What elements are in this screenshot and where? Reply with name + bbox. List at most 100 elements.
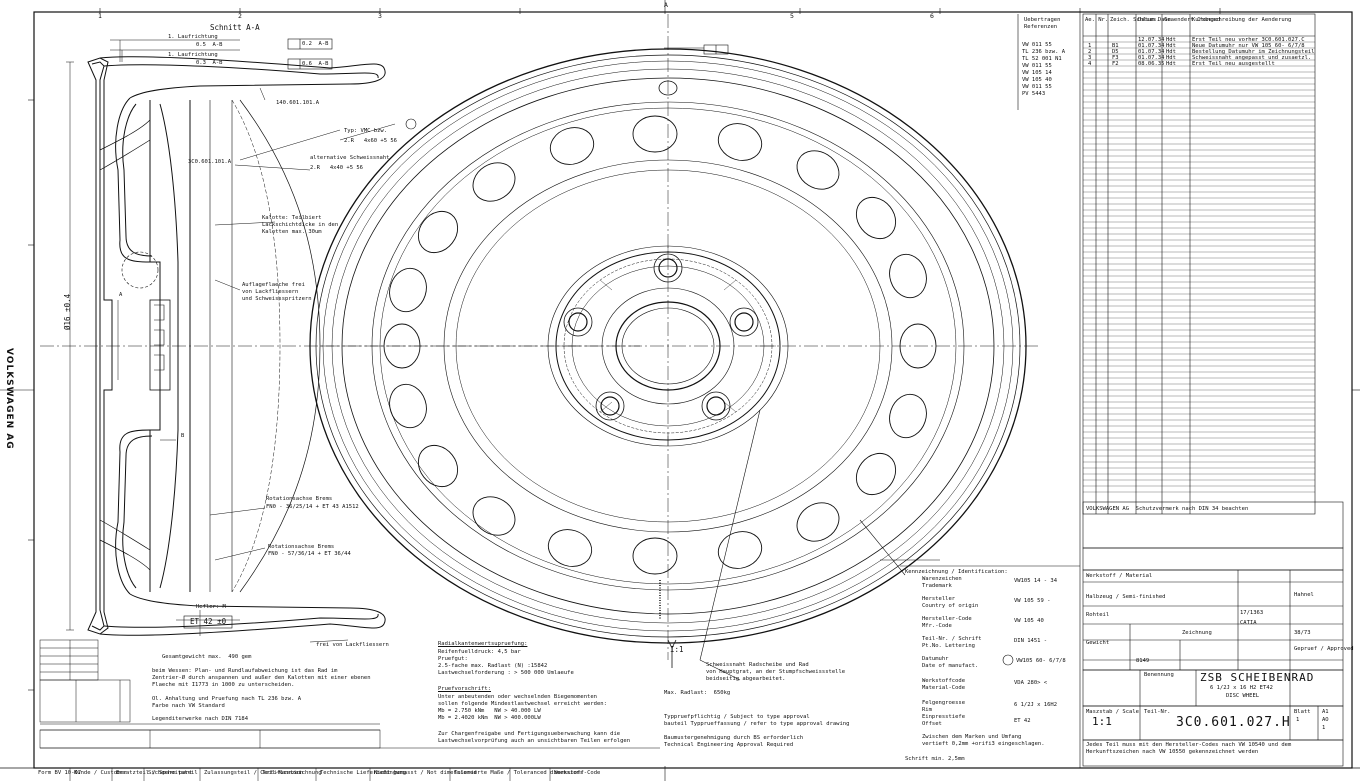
callout-kalotte-3: Kalotten max. 30um — [262, 229, 322, 235]
diameter-label: Ø16 ±0.4 — [63, 293, 72, 330]
grid-label-2: 2 — [238, 12, 242, 20]
id-block-title: Kennzeichnung / Identification: — [905, 569, 1008, 575]
id-k-1: Hersteller — [922, 596, 956, 602]
approval-1: Typpruefpflichtig / Subject to type appr… — [664, 714, 810, 720]
part-number: 3C0.601.027.H — [1176, 715, 1291, 730]
rev-1-by: Hdt — [1166, 43, 1176, 49]
fatigue-title: Pruefvorschrift: — [438, 686, 491, 692]
zeichnung-label: Zeichnung — [1182, 630, 1212, 636]
callout-surface-1: Auflageflaeche frei — [242, 282, 305, 288]
vent-holes — [383, 115, 937, 575]
id-k2-3: Pt.No. Lettering — [922, 643, 975, 649]
callout-surface-2: von Lackfliessern — [242, 289, 299, 295]
fatigue-line-1: Unter anbeutenden oder wechselnden Biege… — [438, 694, 597, 700]
vw-notice: VOLKSWAGEN AG Schutzvermerk nach DIN 34 … — [1086, 506, 1249, 512]
format-value: AO — [1322, 717, 1329, 723]
fatigue-line-3: Mb = 2.750 kNm NW > 40.000 LW — [438, 708, 541, 714]
id-v-3: DIN 1451 - — [1014, 638, 1048, 644]
callout-lack-free: frei von Lackfliessern — [316, 642, 389, 648]
grid-label-3: 3 — [378, 12, 382, 20]
id-k-2: Hersteller-Code — [922, 616, 972, 622]
callout-brake-1: Rotationsachse Brems — [266, 496, 333, 502]
id-v-2: VW 105 40 — [1014, 618, 1044, 624]
strip-mat-code: Werkstoff-Code — [554, 770, 601, 776]
note-left-1: beim Wessen: Plan- und Rundlaufabweichun… — [152, 668, 338, 674]
rev-4-key: F2 — [1112, 61, 1119, 67]
strip-safety: Sicherheitsteil — [148, 770, 198, 776]
sheet-label: Blatt — [1294, 709, 1311, 715]
view-scale-label: I:1 — [670, 645, 684, 654]
callout-brake-2b: FN0 - 57/36/14 + ET 36/44 — [268, 551, 351, 557]
rev-letter: A1 — [1322, 709, 1329, 715]
strip-not-dim: Nicht bemasst / Not dimensioned — [374, 770, 477, 776]
title-block — [900, 13, 1344, 768]
rev-3-date: 01.07.34 — [1138, 55, 1165, 61]
valve-leaders — [659, 44, 940, 681]
id-v-1: VW 105 59 - — [1014, 598, 1051, 604]
max-load: Max. Radlast: 650kg — [664, 690, 731, 696]
material-label: Werkstoff / Material — [1086, 573, 1153, 579]
id-v-6: 6 1/2J x 16H2 — [1014, 702, 1058, 708]
rev-0-desc: Erst Teil neu vorher 3C0.601.027.C — [1192, 37, 1305, 43]
release-no: 38/73 — [1294, 630, 1311, 636]
id-k2-1: Country of origin — [922, 603, 979, 609]
view-arrow — [667, 639, 677, 668]
test-title: Radialkantenwertsupruefung: — [438, 641, 528, 647]
id-k2-2: Mfr.-Code — [922, 623, 952, 629]
section-mark-b: B — [181, 433, 185, 439]
weight-label: Gewicht — [1086, 640, 1110, 646]
tol-run2-label: 1. Laufrichtung — [168, 52, 218, 58]
grid-label-5: 5 — [790, 12, 794, 20]
charge-line-1: Zur Chargenfreigabe und Fertigungsueberw… — [438, 731, 621, 737]
dimension-lines — [66, 39, 396, 643]
ref-item-1: TL 236 bzw. A — [1022, 49, 1066, 55]
part-label: Teil-Nr. — [1144, 709, 1171, 715]
callout-part-b: 3C0.601.101.A — [188, 159, 232, 165]
id-v-4: VW105 60- 6/7/8 — [1016, 658, 1066, 664]
callout-part-a: 140.601.101.A — [276, 100, 320, 106]
scale-value: 1:1 — [1092, 715, 1112, 728]
note-left-3: Flaeche mit I1773 in 1000 zu unterscheid… — [152, 682, 295, 688]
rev-header-key: Zeich. Schlues. — [1110, 17, 1160, 23]
rev-3-by: Hdt — [1166, 55, 1176, 61]
ref-header-1: Uebertragen — [1024, 17, 1061, 23]
id-v-5: VDA 280> < — [1014, 680, 1048, 686]
tol-run1-value: 0.5 A-B — [196, 42, 223, 48]
callout-surface-3: und Schweissspritzern — [242, 296, 312, 302]
ref-item-4: VW 105 14 — [1022, 70, 1052, 76]
callout-alt-weld: alternative Schweissnaht — [310, 155, 390, 161]
font-note: Schrift min. 2,5mm — [905, 756, 965, 762]
strip-form: Form BV 10-07 — [38, 770, 82, 776]
bolt-holes — [563, 253, 759, 421]
total-weight: Gesamtgewicht max. 490 gem — [162, 654, 252, 660]
strip-tol: Tolerierte Maße / Toleranced dimensions — [454, 770, 584, 776]
rev-header-no: Ae. Nr. — [1085, 17, 1109, 23]
rev-1-desc: Neue Datumuhr nur VW 105 60- 6/7/8 — [1192, 43, 1305, 49]
title-line-2: 6 1/2J x 16 H2 ET42 — [1210, 685, 1273, 691]
rohteil-label: Rohteil — [1086, 612, 1110, 618]
rev-2-desc: Bestellung Datumuhr im Zeichnungsteil — [1192, 49, 1315, 55]
rev-4-no: 4 — [1088, 61, 1092, 67]
rev-2-by: Hdt — [1166, 49, 1176, 55]
approval-2: bauteil Typprueffassung / refer to type … — [664, 721, 850, 727]
test-line-4: Lastwechselforderung : > 500 000 Umlaeuf… — [438, 670, 574, 676]
tol-run1-ref: 0.2 A-B — [302, 41, 329, 47]
rev-0-date: 12.07.34 — [1138, 37, 1165, 43]
section-mark-a1: A — [119, 292, 123, 298]
ref-item-5: VW 105 40 — [1022, 77, 1052, 83]
rev-header-date: Datum Date — [1138, 17, 1172, 23]
strip-tl: Technische Lieferbedingung — [320, 770, 407, 776]
rev-4-date: 08.06.35 — [1138, 61, 1165, 67]
test-line-1: Reifenfuelldruck: 4,5 bar — [438, 649, 521, 655]
drawing-no: 17/1363 — [1240, 610, 1264, 616]
rev-4-by: Hdt — [1166, 61, 1176, 67]
grid-label-a: A — [664, 1, 668, 9]
scale-label: Maszstab / Scale — [1086, 709, 1139, 715]
id-k-6: Felgengroesse — [922, 700, 966, 706]
rev-2-key: D5 — [1112, 49, 1119, 55]
rev-4-desc: Erst Teil neu ausgestellt — [1192, 61, 1275, 67]
material-heading: Halbzeug / Semi-finished — [1086, 594, 1166, 600]
callout-hefler: Hefler: M — [196, 604, 226, 610]
note-left-5: Farbe nach VW Standard — [152, 703, 225, 709]
